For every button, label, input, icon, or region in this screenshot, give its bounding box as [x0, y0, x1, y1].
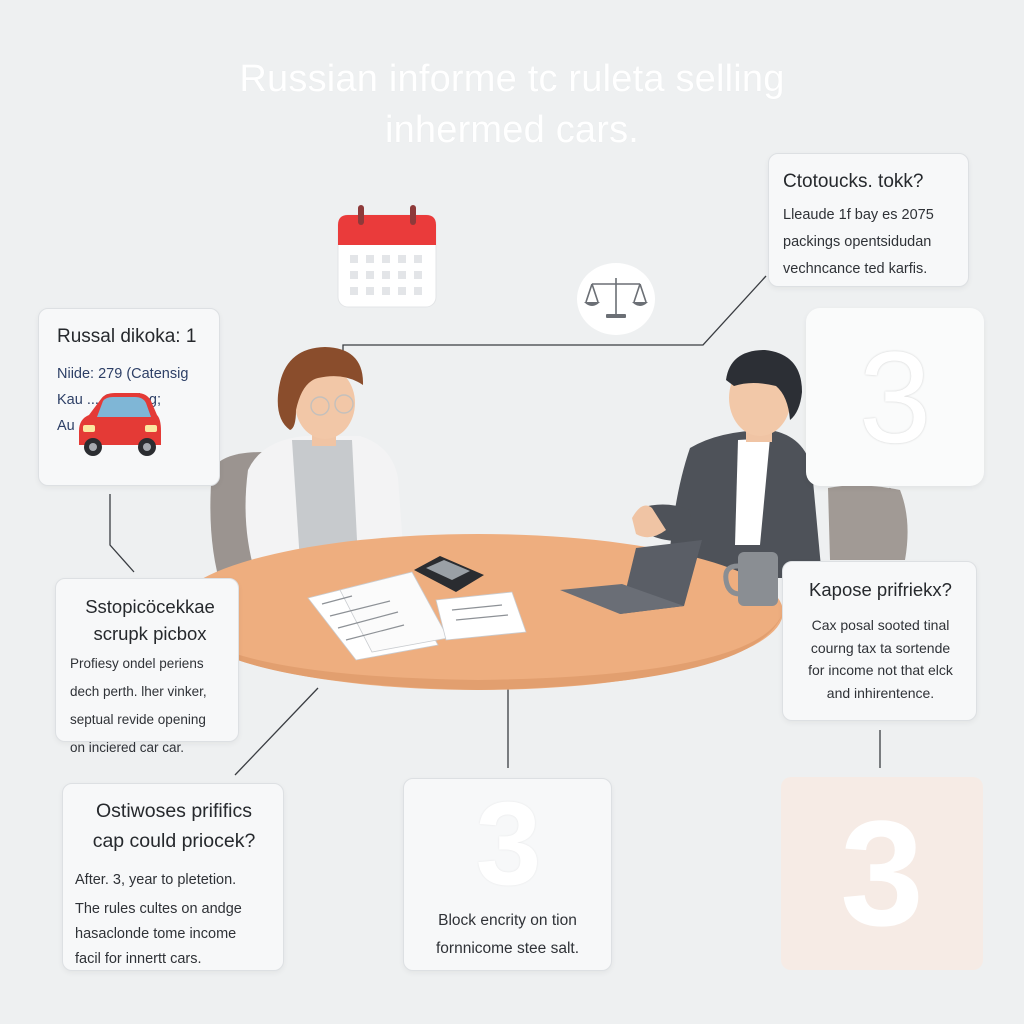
card-line: Cax posal sooted tinal	[811, 617, 950, 633]
card-line: After. 3, year to pletetion.	[75, 872, 237, 888]
card-line: packings opentsidudan	[783, 234, 932, 250]
card-line: Profiesy ondel periens	[70, 656, 204, 671]
card-line: for income not that elck	[808, 662, 953, 678]
big-number-tile-bottom-right: 3	[781, 777, 983, 970]
connector-bottom-left	[234, 687, 319, 776]
info-card-bottom-left: Ostiwoses prififics cap could priocek? A…	[62, 783, 284, 971]
card-line: fornnicome stee salt.	[435, 940, 579, 957]
infographic-title-line-2: inhermed cars.	[384, 109, 640, 151]
connector-left	[109, 494, 135, 573]
scales-of-justice-icon	[577, 263, 655, 335]
info-card-right: Kapose prifriekx? Cax posal sooted tinal…	[782, 561, 977, 721]
man-figure	[632, 350, 822, 578]
big-number-tile-right: 3	[806, 308, 984, 486]
red-car-icon	[79, 393, 161, 456]
card-line: Lleaude 1f bay es 2075	[783, 207, 934, 223]
card-heading: Kapose prifriekx?	[809, 579, 952, 600]
card-line: facil for innertt cars.	[75, 951, 202, 967]
big-number: 3	[475, 778, 542, 910]
card-text: Block encrity on tion fornnicome stee sa…	[404, 907, 611, 963]
documents	[307, 571, 527, 661]
card-line: septual revide opening	[70, 712, 206, 727]
big-number: 3	[858, 324, 932, 470]
info-card-mid-left: Sstopicöcekkae scrupk picbox Profiesy on…	[55, 578, 239, 755]
laptop-icon	[560, 540, 702, 614]
card-heading: scrupk picbox	[93, 623, 207, 644]
card-line: The rules cultes on andge	[75, 901, 242, 917]
card-heading-line: cap could priocek?	[92, 830, 256, 852]
card-heading: Ctotoucks. tokk?	[783, 171, 924, 192]
card-line: hasaclonde tome income	[75, 926, 237, 942]
big-number: 3	[840, 789, 924, 957]
info-card-bottom-middle: 3 Block encrity on tion fornnicome stee …	[403, 778, 612, 971]
card-line: and inhirentence.	[826, 684, 935, 701]
card-line: vechncance ted karfis.	[783, 261, 928, 277]
calculator-icon	[414, 556, 484, 592]
card-line: courng tax ta sortende	[810, 639, 951, 656]
info-card-top-right: Ctotoucks. tokk? Lleaude 1f bay es 2075 …	[768, 153, 969, 287]
card-heading: Sstopicöcekkae	[85, 596, 215, 617]
mug-icon	[723, 552, 778, 606]
card-line: on inciered car car.	[70, 740, 185, 755]
calendar-icon	[337, 205, 437, 308]
card-heading-line: Ostiwoses prififics	[95, 800, 253, 822]
right-chair	[828, 485, 908, 560]
card-line: dech perth. lher vinker,	[70, 684, 207, 699]
card-line: Block encrity on tion	[438, 912, 577, 929]
card-heading: Ostiwoses prififics cap could priocek?	[75, 796, 273, 856]
card-line: Niide: 279 (Catensig	[57, 366, 189, 382]
info-card-left: Russal dikoka: 1 Niide: 279 (Catensig Ka…	[38, 308, 220, 486]
infographic-title-line-1: Russian informe tc ruleta selling	[239, 58, 785, 100]
card-heading: Russal dikoka: 1	[57, 326, 197, 347]
